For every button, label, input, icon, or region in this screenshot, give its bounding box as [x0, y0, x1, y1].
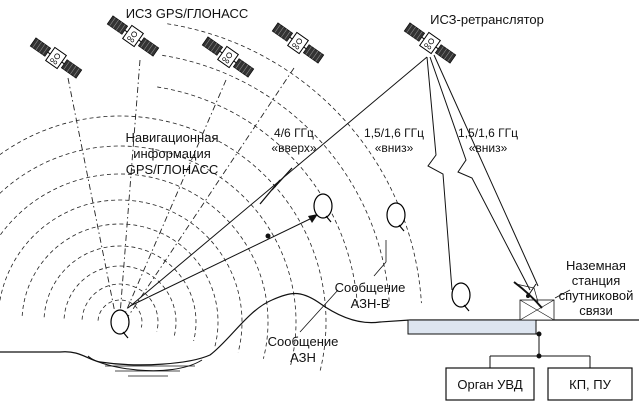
msg-adsb-b-label: Сообщение АЗН-В	[335, 280, 406, 311]
nav-info-line-2: информация	[133, 146, 211, 161]
broadcast-arc	[162, 54, 390, 306]
downlink-1-line-2: «вниз»	[375, 141, 414, 155]
gnss-sats-label: ИСЗ GPS/ГЛОНАСС	[126, 6, 249, 21]
broadcast-arc	[63, 265, 177, 337]
downlink-2-label: 1,5/1,6 ГГц «вниз»	[458, 126, 518, 155]
dish-antenna-icon	[513, 281, 543, 309]
broadcast-arc	[0, 145, 297, 366]
uplink-zigzag	[259, 167, 293, 205]
msg-adsb-label: Сообщение АЗН	[268, 334, 339, 365]
ground-station-label: Наземная станция спутниковой связи	[559, 258, 634, 318]
uplink-line-2: «вверх»	[271, 141, 317, 155]
aircraft-icon	[110, 309, 130, 339]
satellite-icon	[27, 34, 85, 82]
broadcast-arc	[81, 283, 159, 332]
ground-station-line-1: Наземная	[566, 258, 626, 273]
satellite-icon	[199, 33, 257, 81]
broadcast-arc	[0, 199, 243, 353]
station-connections	[489, 331, 591, 368]
downlink-1-line-1: 1,5/1,6 ГГц	[364, 126, 424, 140]
broadcast-arc	[21, 223, 219, 347]
broadcast-arcs	[0, 23, 422, 374]
msg-adsb-b-line-1: Сообщение	[335, 280, 406, 295]
aircraft-icon	[386, 202, 406, 232]
broadcast-arc	[157, 86, 358, 308]
msg-adsb-line-1: Сообщение	[268, 334, 339, 349]
downlink-1-label: 1,5/1,6 ГГц «вниз»	[364, 126, 424, 155]
relay-links	[127, 54, 539, 309]
downlink-2-line-1: 1,5/1,6 ГГц	[458, 126, 518, 140]
water-lines	[105, 365, 195, 377]
msg-adsb-b-line-2: АЗН-В	[351, 296, 390, 311]
atc-box-label: Орган УВД	[457, 377, 522, 392]
satellite-icon	[401, 19, 459, 67]
nav-signal-lines	[67, 59, 295, 319]
broadcast-arc	[43, 245, 197, 341]
ground-station-line-2: станция	[572, 273, 620, 288]
nav-info-label: Навигационная информация GPS/ГЛОНАСС	[125, 130, 218, 177]
downlink-2-line-2: «вниз»	[469, 141, 508, 155]
cp-box: КП, ПУ	[547, 367, 633, 401]
broadcast-arc	[167, 23, 422, 304]
aircraft-icon	[313, 193, 333, 223]
satellite-icon	[269, 19, 327, 67]
broadcast-arc	[0, 173, 269, 359]
relay-sat-label: ИСЗ-ретранслятор	[430, 12, 544, 27]
aircraft-icon	[451, 282, 471, 312]
broadcast-arc	[97, 299, 143, 328]
uplink-label: 4/6 ГГц «вверх»	[271, 126, 317, 155]
adsb-arrow	[129, 214, 318, 307]
msg-adsb-line-2: АЗН	[290, 350, 316, 365]
uplink-line-1: 4/6 ГГц	[274, 126, 314, 140]
callout-lines	[299, 240, 571, 333]
cp-box-label: КП, ПУ	[569, 377, 611, 392]
nav-info-line-3: GPS/ГЛОНАСС	[126, 162, 219, 177]
nav-info-line-1: Навигационная	[125, 130, 218, 145]
ground-station-line-4: связи	[579, 303, 613, 318]
water	[87, 355, 203, 372]
ground-station-line-3: спутниковой	[559, 288, 634, 303]
ground-station	[407, 299, 555, 335]
atc-box: Орган УВД	[445, 367, 535, 401]
